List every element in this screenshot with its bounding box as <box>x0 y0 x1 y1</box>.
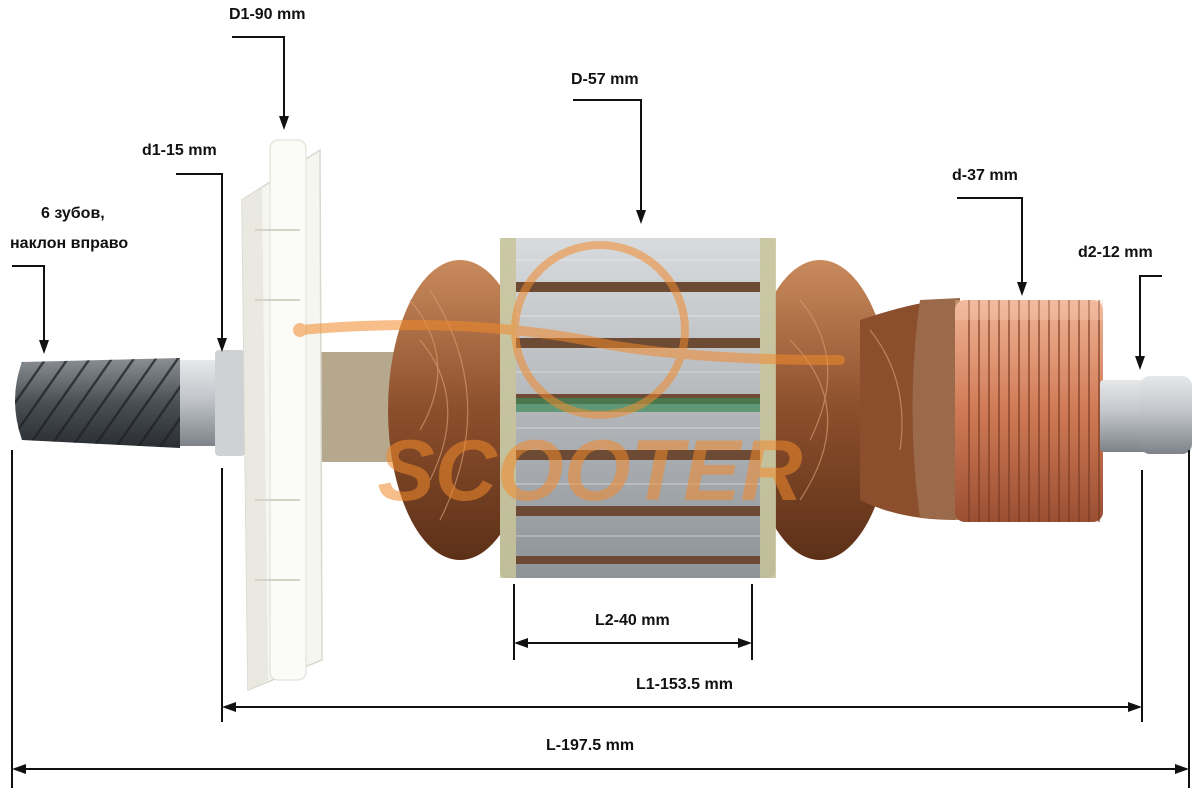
bearing-d2-label: d2-12 mm <box>1078 244 1153 261</box>
leader-d1-small <box>176 173 223 342</box>
total-length-label: L-197.5 mm <box>546 737 635 754</box>
leader-d1 <box>232 36 285 120</box>
commutator <box>912 298 1103 522</box>
fan <box>241 139 323 692</box>
leader-d-comm <box>957 197 1023 282</box>
watermark: SCOOTER <box>293 241 845 519</box>
fan-diameter-label: D1-90 mm <box>229 6 306 23</box>
core-length-label: L2-40 mm <box>595 612 670 629</box>
bearing-d1-label: d1-15 mm <box>142 142 217 159</box>
length-l1-label: L1-153.5 mm <box>636 676 733 693</box>
armature-part <box>15 139 1192 692</box>
commutator-diameter-label: d-37 mm <box>952 167 1018 184</box>
right-collar <box>1100 380 1148 452</box>
right-shaft <box>1140 376 1192 454</box>
teeth-label-line1: 6 зубов, <box>41 205 105 222</box>
dimension-lines <box>11 36 1190 788</box>
right-windings <box>748 260 892 560</box>
watermark-text: SCOOTER <box>377 423 802 519</box>
core-diameter-label: D-57 mm <box>571 71 639 88</box>
left-collar <box>215 350 245 456</box>
leader-d2 <box>1139 275 1162 358</box>
arrowheads <box>12 116 1189 774</box>
teeth-label-line2: наклон вправо <box>10 235 129 252</box>
left-windings <box>388 260 532 560</box>
pinion-gear <box>15 358 180 448</box>
leader-d <box>573 99 642 212</box>
leader-teeth <box>12 265 45 342</box>
